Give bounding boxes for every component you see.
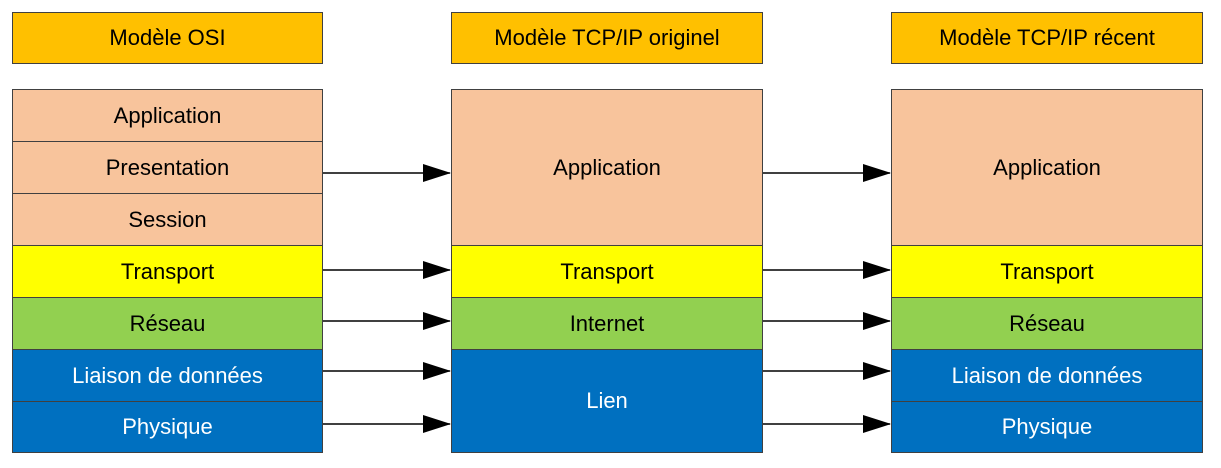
tcpip-recent-layer-network: Réseau <box>891 297 1203 350</box>
header-tcpip-recent: Modèle TCP/IP récent <box>891 12 1203 64</box>
tcpip-recent-layer-physical: Physique <box>891 401 1203 453</box>
osi-layer-presentation: Presentation <box>12 141 323 194</box>
osi-layer-application: Application <box>12 89 323 142</box>
osi-layer-transport: Transport <box>12 245 323 298</box>
osi-layer-physical: Physique <box>12 401 323 453</box>
header-tcpip-original: Modèle TCP/IP originel <box>451 12 763 64</box>
tcpip-recent-layer-transport: Transport <box>891 245 1203 298</box>
header-osi-model: Modèle OSI <box>12 12 323 64</box>
osi-layer-network: Réseau <box>12 297 323 350</box>
osi-layer-data-link: Liaison de données <box>12 349 323 402</box>
tcpip-recent-layer-application: Application <box>891 89 1203 246</box>
osi-layer-session: Session <box>12 193 323 246</box>
tcpip-original-layer-application: Application <box>451 89 763 246</box>
tcpip-original-layer-transport: Transport <box>451 245 763 298</box>
tcpip-original-layer-link: Lien <box>451 349 763 453</box>
tcpip-recent-layer-data-link: Liaison de données <box>891 349 1203 402</box>
